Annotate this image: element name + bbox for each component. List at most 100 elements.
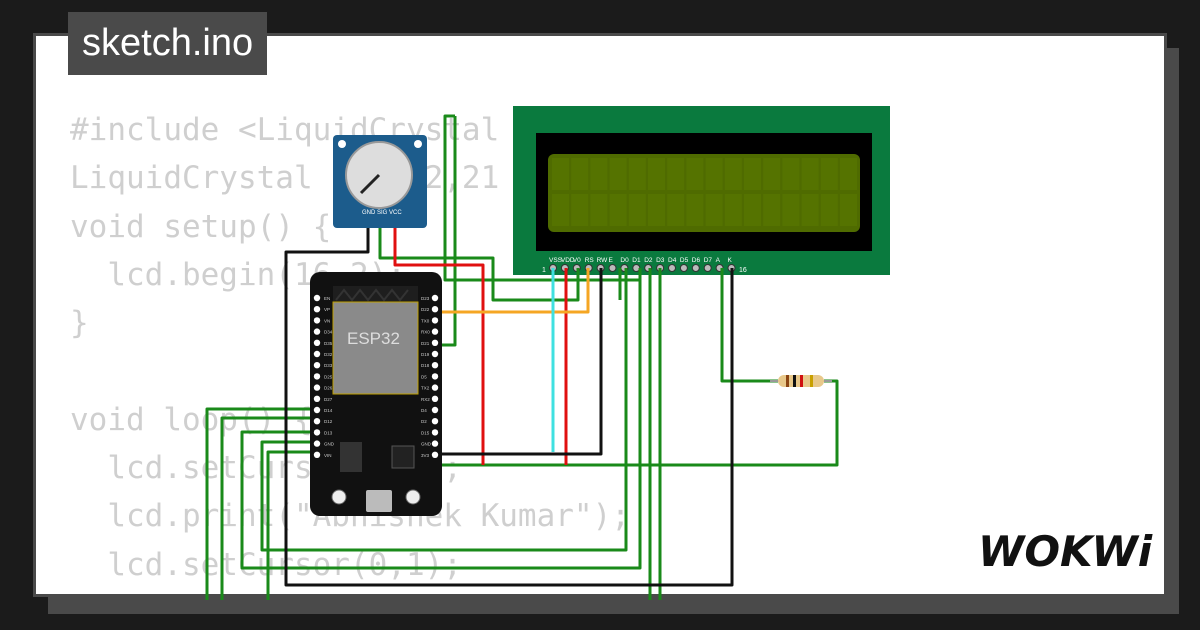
lcd-char-cell	[590, 158, 608, 190]
wire-green	[378, 222, 580, 302]
esp32-pin-label: D23	[421, 296, 430, 301]
lcd-char-cell	[552, 158, 569, 190]
lcd-pin-label: A	[716, 257, 721, 264]
lcd-pin-label: D6	[692, 257, 701, 264]
esp32-pin	[431, 395, 439, 402]
pot-indicator	[359, 173, 381, 195]
esp32-pin	[431, 373, 439, 380]
esp32-pin-label: D35	[324, 341, 333, 346]
esp32-pin	[313, 328, 321, 335]
lcd-char-cell	[763, 158, 781, 190]
esp32-pin	[431, 294, 439, 302]
esp32-pin	[313, 395, 321, 402]
lcd-pin-label: D3	[656, 257, 665, 264]
lcd-pin-label: D5	[680, 257, 689, 264]
wokwi-logo: WOKWi	[978, 527, 1153, 576]
wire-red	[393, 222, 485, 465]
esp32-pin-label: D19	[421, 352, 430, 357]
esp32-pin	[313, 294, 321, 302]
lcd-pin-start: 1	[542, 267, 546, 274]
lcd-char-cell	[782, 194, 800, 226]
esp32-pin	[313, 406, 321, 414]
esp32-pin	[313, 451, 321, 458]
file-title-tab[interactable]: sketch.ino	[68, 12, 268, 75]
lcd-char-cell	[744, 194, 761, 226]
lcd-char-cell	[667, 194, 685, 226]
lcd-char-cell	[763, 194, 781, 226]
esp32-pin-label: GND	[324, 442, 335, 447]
lcd-char-cell	[840, 194, 857, 226]
lcd-char-cell	[801, 158, 819, 190]
esp32-pin-label: RX2	[421, 397, 430, 402]
wires	[205, 114, 839, 600]
lcd-pin-label: D4	[668, 257, 677, 264]
esp32-pin-label: VP	[324, 307, 330, 312]
esp32-pin-label: D25	[324, 374, 333, 379]
esp32-pin-label: D22	[421, 307, 430, 312]
pot-pin-labels: GND SIG VCC	[362, 210, 402, 216]
esp32-chip	[391, 445, 415, 469]
esp32-pin	[313, 317, 321, 324]
esp32-pin	[431, 451, 439, 458]
lcd-pin-label: D2	[644, 257, 653, 264]
esp32-pin	[431, 362, 439, 369]
esp32-pin-label: TX0	[421, 318, 430, 323]
lcd-pin	[668, 264, 676, 272]
esp32-pin-label: D13	[324, 430, 333, 435]
esp32-regulator	[340, 442, 362, 472]
lcd-char-cell	[820, 158, 838, 190]
code-line: void setup() {	[70, 208, 332, 245]
lcd-char-cell	[705, 158, 723, 190]
wire-green	[260, 268, 628, 552]
lcd-char-cell	[628, 158, 646, 190]
esp32-pin-label: VN	[324, 318, 330, 323]
esp32-pin	[313, 350, 321, 358]
esp32-pin-label: D21	[421, 341, 430, 346]
wire-green	[436, 116, 457, 347]
wire-green	[436, 379, 839, 467]
esp32-pin-label: TX2	[421, 386, 430, 391]
lcd-char-cell	[628, 194, 646, 226]
lcd-char-cell	[782, 158, 800, 190]
esp32-module	[332, 301, 419, 395]
wire-black	[436, 268, 603, 456]
esp32-pin-label: D32	[324, 352, 333, 357]
esp32-pin-label: D12	[324, 419, 333, 424]
code-line: }	[70, 305, 89, 342]
resistor[interactable]	[770, 375, 832, 387]
lcd-char-cell	[648, 158, 665, 190]
lcd-char-cell	[667, 158, 685, 190]
esp32-pin	[313, 339, 321, 346]
lcd-pin-label: E	[609, 257, 614, 264]
esp32-pin	[431, 350, 439, 358]
lcd-pin	[608, 264, 617, 272]
esp32-pin-label: D33	[324, 363, 333, 368]
esp32-pin-label: D34	[324, 330, 333, 335]
lcd-char-cell	[744, 158, 761, 190]
boot-button	[405, 489, 421, 505]
esp32-pin-label: VIN	[324, 453, 332, 458]
lcd-pin-label: D0	[620, 257, 629, 264]
lcd-pin-label: VSS	[549, 257, 563, 264]
wire-orange	[436, 268, 590, 314]
esp32-pin-label: D2	[421, 419, 427, 424]
potentiometer[interactable]: GND SIG VCC	[333, 135, 427, 228]
usb-port	[366, 490, 392, 512]
lcd-char-cell	[571, 194, 589, 226]
esp32-pin	[313, 306, 321, 313]
esp32-pin-label: D15	[421, 430, 430, 435]
wire-green	[205, 407, 316, 600]
esp32-pin-label: D27	[324, 397, 333, 402]
esp32-pin-headers: ENVPVND34D35D32D33D25D26D27D14D12D13GNDV…	[313, 294, 439, 458]
lcd-char-cell	[724, 158, 742, 190]
esp32-label: ESP32	[347, 329, 400, 348]
lcd-char-cell	[705, 194, 723, 226]
esp32-pin-label: RX0	[421, 330, 430, 335]
esp32-pin	[431, 306, 439, 313]
esp32-board[interactable]: ESP32 ENVPVND34D35D32D33D25D26D27D14D12D…	[310, 272, 442, 516]
esp32-pin	[313, 418, 321, 425]
lcd-char-cells	[552, 158, 857, 226]
esp32-pin	[431, 317, 439, 324]
